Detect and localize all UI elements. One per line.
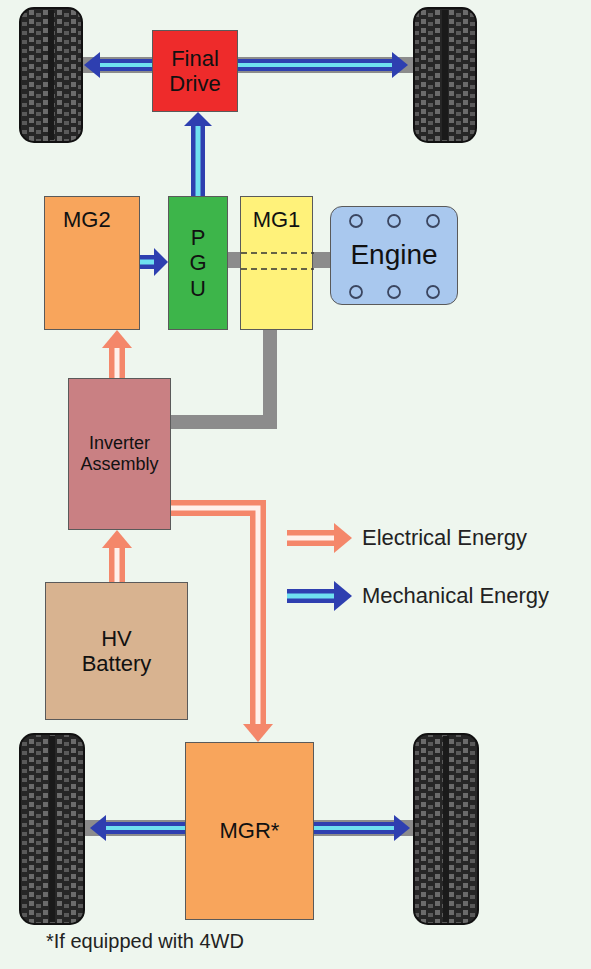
legend-mechanical-arrow xyxy=(287,594,334,599)
energy-connector xyxy=(313,260,330,261)
rear-left-wheel xyxy=(20,734,84,924)
mechanical-arrow xyxy=(90,815,106,841)
front-axle xyxy=(78,57,418,73)
mechanical-arrow xyxy=(392,52,408,78)
front-axle xyxy=(78,57,418,73)
node-label: MG2 xyxy=(63,207,111,232)
node-label: MGR* xyxy=(220,818,280,843)
final-drive-box: Final Drive xyxy=(152,30,238,112)
shaft-through-motor xyxy=(241,268,314,270)
arrowhead xyxy=(102,330,132,348)
node-label: Final Drive xyxy=(160,46,230,97)
legend-electrical-arrow xyxy=(334,523,352,553)
engine-cylinders xyxy=(388,286,400,298)
mechanical-arrow xyxy=(90,815,185,841)
energy-connector xyxy=(102,530,132,582)
legend-text: Mechanical Energy xyxy=(362,582,549,610)
legend-text: Electrical Energy xyxy=(362,524,527,552)
energy-connector xyxy=(140,248,168,276)
front-right-wheel xyxy=(414,8,476,142)
connector-highlight xyxy=(196,126,201,196)
rear-motor-box: MGR* xyxy=(185,742,314,920)
mechanical-arrow xyxy=(100,59,152,71)
energy-connector xyxy=(184,112,212,196)
rear-right-wheel xyxy=(414,734,478,924)
arrowhead xyxy=(243,724,273,742)
mechanical-arrow xyxy=(106,822,185,834)
node-label: Inverter Assembly xyxy=(75,433,164,474)
legend-electrical-arrow xyxy=(287,523,352,553)
legend-mechanical-arrow xyxy=(287,589,334,603)
footnote: *If equipped with 4WD xyxy=(46,930,244,953)
engine-cylinders xyxy=(388,215,400,227)
rear-right-wheel xyxy=(414,734,478,924)
node-label: HV Battery xyxy=(72,626,162,677)
connector-body xyxy=(191,126,205,196)
legend-mechanical-arrow xyxy=(287,581,352,611)
mechanical-arrow xyxy=(314,826,394,830)
arrowhead xyxy=(102,530,132,548)
mechanical-arrow xyxy=(106,826,185,830)
rear-right-wheel xyxy=(443,736,449,922)
engine-cylinders xyxy=(350,286,362,298)
mechanical-arrow xyxy=(238,59,392,71)
arrowhead xyxy=(154,248,168,276)
front-right-wheel xyxy=(442,10,448,140)
rear-left-wheel xyxy=(49,736,55,922)
motor-generator-box: MG1 xyxy=(240,196,313,330)
node-label: P G U xyxy=(187,225,209,301)
front-left-wheel xyxy=(20,8,82,142)
connector-body xyxy=(109,548,125,582)
mechanical-arrow xyxy=(314,815,410,841)
engine-box: Engine xyxy=(330,206,458,305)
mechanical-arrow xyxy=(84,52,100,78)
connector-highlight xyxy=(115,548,120,582)
engine-cylinders xyxy=(427,286,439,298)
inverter-box: Inverter Assembly xyxy=(68,378,171,530)
engine-cylinders xyxy=(350,215,362,227)
energy-connector xyxy=(102,330,132,378)
connector-highlight xyxy=(140,260,154,265)
legend-electrical-arrow xyxy=(287,530,334,546)
front-left-wheel xyxy=(20,8,82,142)
rear-left-wheel xyxy=(20,734,84,924)
connector-body xyxy=(140,255,154,269)
legend-mechanical-arrow xyxy=(334,581,352,611)
mechanical-arrow xyxy=(238,52,408,78)
mechanical-arrow xyxy=(394,815,410,841)
energy-connector xyxy=(171,330,270,422)
shaft-through-motor xyxy=(241,252,314,254)
mechanical-arrow xyxy=(238,63,392,67)
node-label: MG1 xyxy=(253,207,301,232)
front-right-wheel xyxy=(414,8,476,142)
front-left-wheel xyxy=(48,10,54,140)
node-label: Engine xyxy=(350,239,437,271)
battery-box: HV Battery xyxy=(45,582,188,720)
mechanical-arrow xyxy=(100,63,152,67)
connector-highlight xyxy=(115,348,120,378)
arrowhead xyxy=(184,112,212,126)
legend-electrical-arrow xyxy=(287,536,334,541)
connector-body xyxy=(313,252,330,268)
connector-body xyxy=(171,330,270,422)
engine-cylinders xyxy=(427,215,439,227)
connector-body xyxy=(109,348,125,378)
power-split-box: P G U xyxy=(168,196,228,330)
mechanical-arrow xyxy=(84,52,152,78)
mechanical-arrow xyxy=(314,822,394,834)
motor-generator-box: MG2 xyxy=(44,196,140,330)
